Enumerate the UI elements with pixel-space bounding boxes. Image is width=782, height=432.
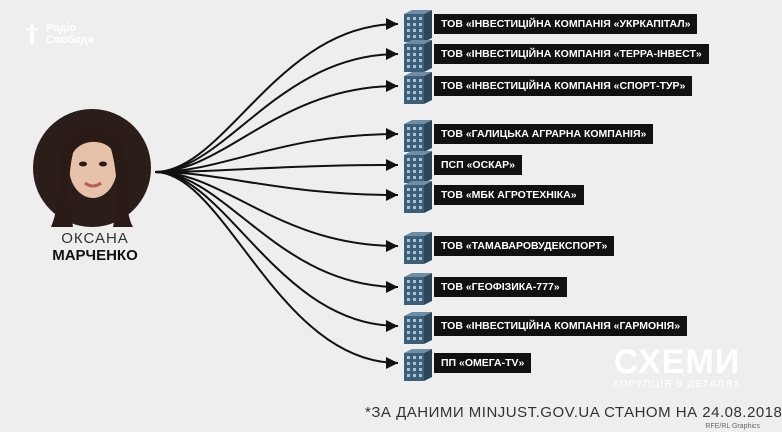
brand-title: СХЕМИ — [613, 343, 741, 381]
person-photo — [33, 109, 151, 227]
building-icon — [404, 273, 432, 305]
building-icon — [404, 349, 432, 381]
company-label: ТОВ «ІНВЕСТИЦІЙНА КОМПАНІЯ «СПОРТ-ТУР» — [434, 76, 693, 96]
connector-arrow — [154, 128, 399, 173]
brand-subtitle: КОРУПЦІЯ В ДЕТАЛЯХ — [613, 379, 741, 390]
skhemy-logo: СХЕМИ КОРУПЦІЯ В ДЕТАЛЯХ — [612, 345, 742, 391]
building-icon — [404, 312, 432, 344]
person-first-name: ОКСАНА — [61, 230, 129, 247]
company-label: ТОВ «ІНВЕСТИЦІЙНА КОМПАНІЯ «УКРКАПІТАЛ» — [434, 14, 698, 34]
torch-icon — [25, 24, 39, 44]
connector-arrow — [154, 171, 399, 201]
building-icon — [404, 181, 432, 213]
connector-arrow — [154, 80, 399, 173]
company-label: ТОВ «ТАМАВАРОВУДЕКСПОРТ» — [434, 236, 615, 256]
company-label: ТОВ «ІНВЕСТИЦІЙНА КОМПАНІЯ «ТЕРРА-ІНВЕСТ… — [434, 44, 709, 64]
company-label: ТОВ «ІНВЕСТИЦІЙНА КОМПАНІЯ «ГАРМОНІЯ» — [434, 316, 688, 336]
building-icon — [404, 232, 432, 264]
connector-arrow — [154, 48, 399, 173]
connector-arrow — [154, 18, 399, 173]
radio-svoboda-logo: Радіо Свобода — [22, 22, 94, 46]
source-footnote: *ЗА ДАНИМИ MINJUST.GOV.UA СТАНОМ НА 24.0… — [365, 404, 782, 421]
company-label: ПСП «ОСКАР» — [434, 155, 523, 175]
building-icon — [404, 151, 432, 183]
company-label: ТОВ «ГЕОФІЗИКА-777» — [434, 277, 567, 297]
building-icon — [404, 10, 432, 42]
graphics-credit: RFE/RL Graphics — [705, 423, 760, 430]
company-label: ПП «ОМЕГА-TV» — [434, 353, 532, 373]
person-last-name: МАРЧЕНКО — [52, 247, 138, 264]
connector-arrow — [154, 171, 399, 293]
building-icon — [404, 72, 432, 104]
connector-arrow — [154, 171, 399, 252]
connector-arrow — [154, 171, 399, 369]
company-label: ТОВ «МБК АГРОТЕХНІКА» — [434, 185, 584, 205]
logo-text-line2: Свобода — [46, 34, 94, 46]
connector-arrow — [154, 171, 399, 332]
building-icon — [404, 40, 432, 72]
building-icon — [404, 120, 432, 152]
logo-text-line1: Радіо — [46, 22, 77, 34]
connector-arrow — [154, 159, 399, 173]
company-label: ТОВ «ГАЛИЦЬКА АГРАРНА КОМПАНІЯ» — [434, 124, 654, 144]
